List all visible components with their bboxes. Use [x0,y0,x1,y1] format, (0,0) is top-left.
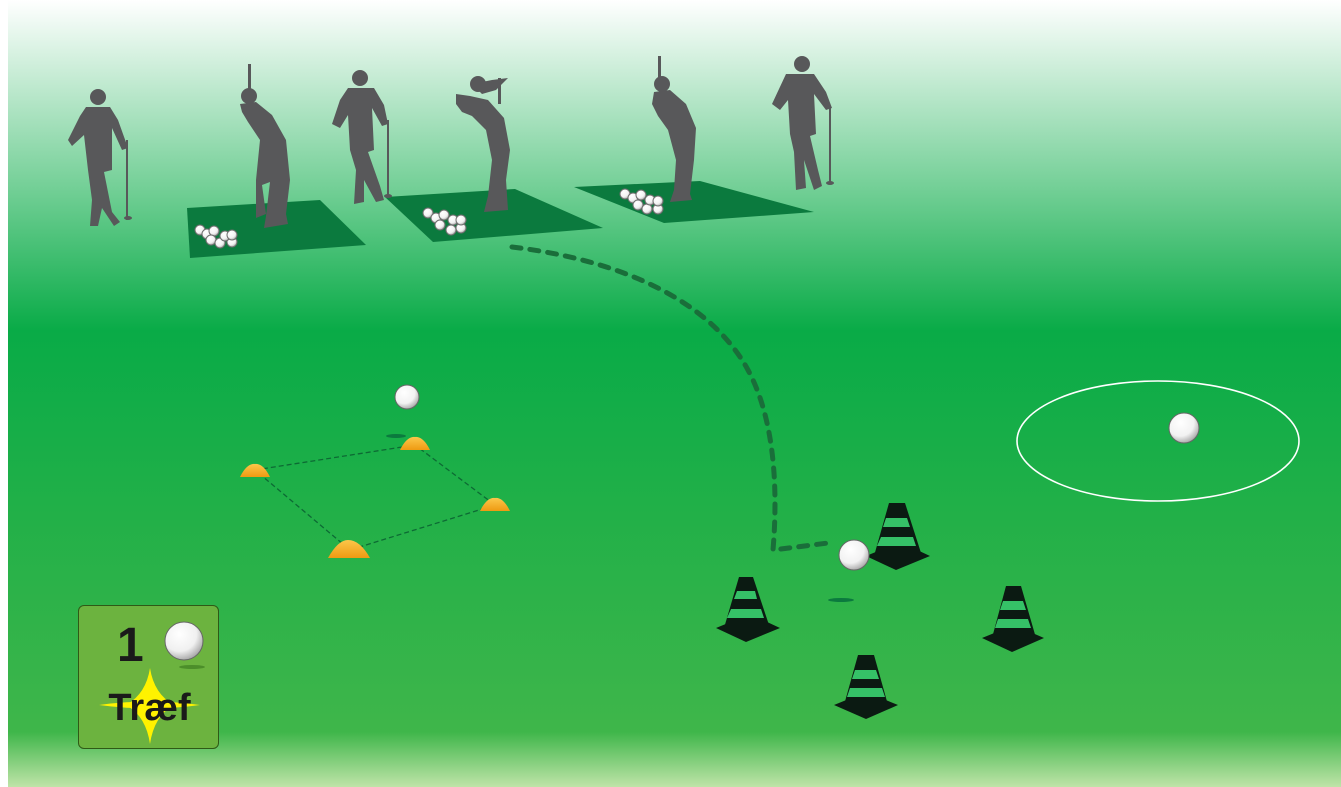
ball-shadow [386,434,406,438]
golf-ball [839,540,869,570]
ball-shadow [177,664,207,670]
golf-ball-icon [161,620,207,666]
hit-label: Træf [79,684,219,732]
golf-ball [395,385,419,409]
golf-ball [1169,413,1199,443]
hit-score-badge: 1 Træf [78,605,219,749]
ball-shadow [828,598,854,602]
hit-count: 1 [117,618,144,674]
